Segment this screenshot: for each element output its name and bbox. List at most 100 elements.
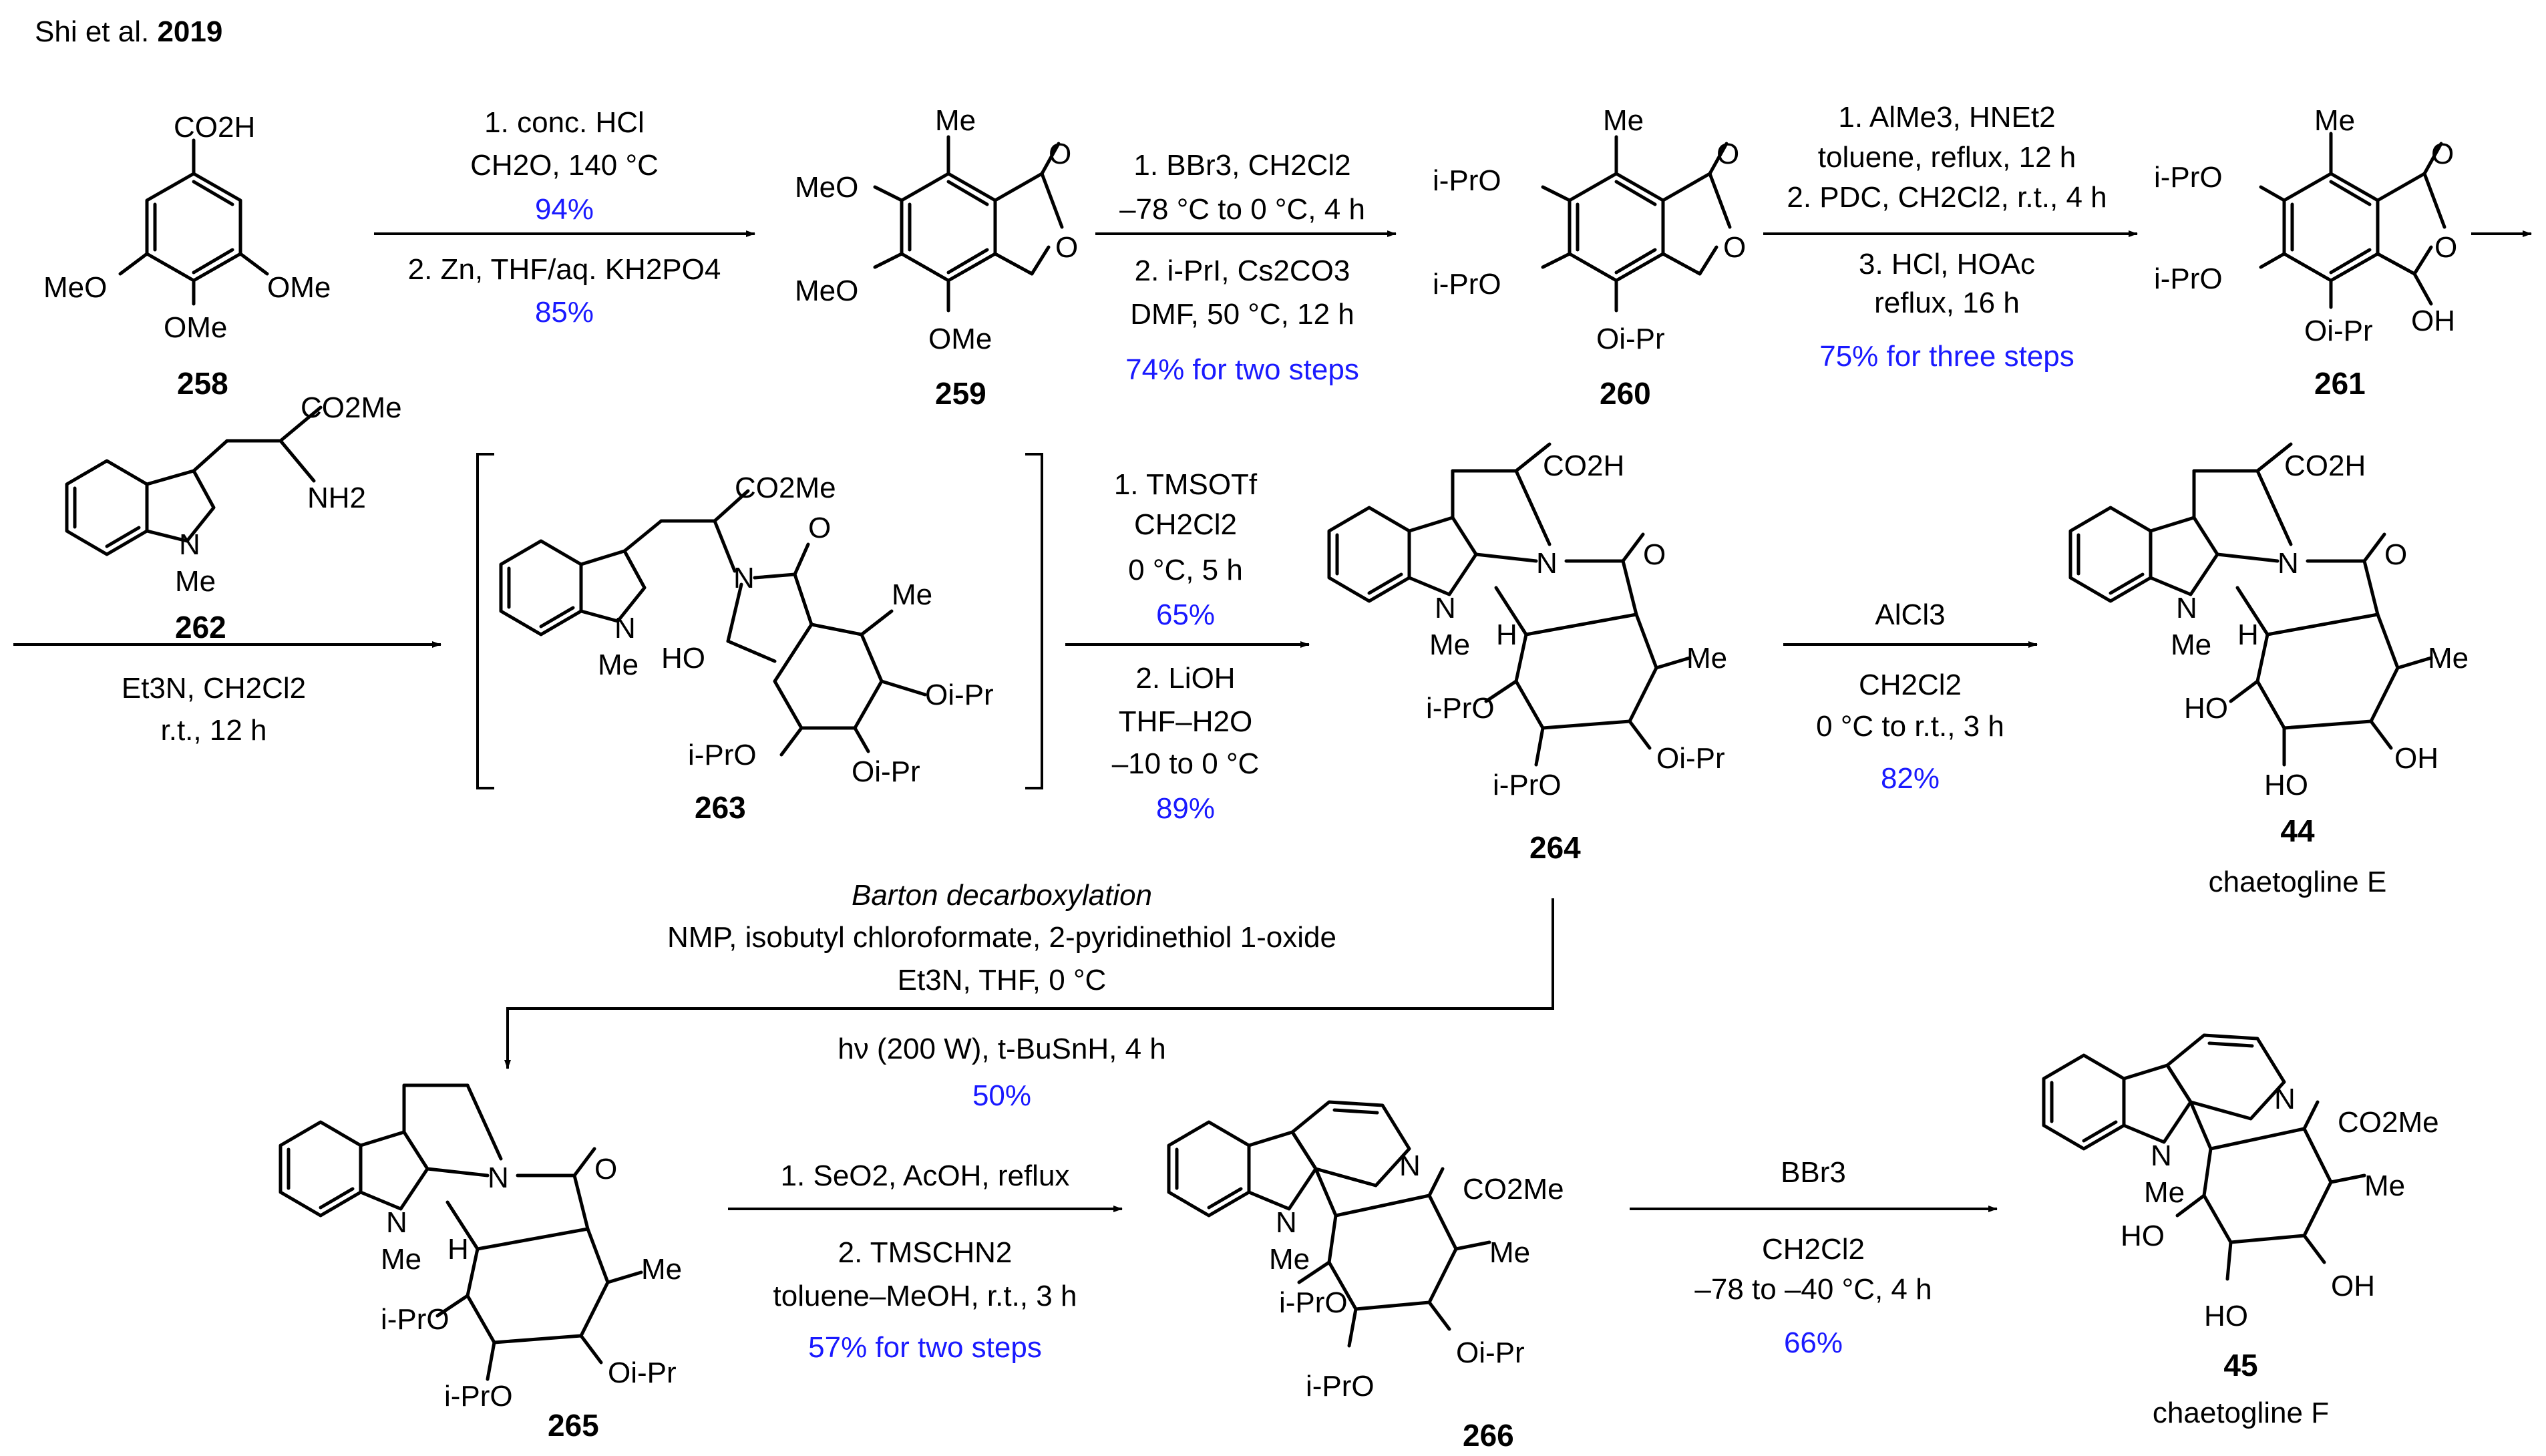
- arrow-step-7: [504, 898, 1554, 1069]
- conditions-step-1: 1. conc. HCl CH2O, 140 °C 94% 2. Zn, THF…: [408, 106, 721, 329]
- svg-text:O: O: [1723, 231, 1746, 264]
- compound-262: CO2Me NH2 N Me 262: [65, 391, 402, 645]
- svg-text:O: O: [594, 1153, 617, 1186]
- svg-text:2. Zn, THF/aq. KH2PO4: 2. Zn, THF/aq. KH2PO4: [408, 253, 721, 286]
- svg-text:2. PDC, CH2Cl2, r.t., 4 h: 2. PDC, CH2Cl2, r.t., 4 h: [1787, 181, 2107, 214]
- svg-text:74% for two steps: 74% for two steps: [1125, 353, 1359, 386]
- svg-text:89%: 89%: [1156, 792, 1215, 825]
- svg-text:266: 266: [1463, 1418, 1514, 1453]
- svg-text:2. TMSCHN2: 2. TMSCHN2: [838, 1236, 1013, 1269]
- svg-text:Me: Me: [2144, 1176, 2185, 1209]
- svg-text:1. TMSOTf: 1. TMSOTf: [1114, 468, 1258, 501]
- svg-text:Me: Me: [598, 649, 639, 681]
- conditions-step-5: 1. TMSOTf CH2Cl2 0 °C, 5 h 65% 2. LiOH T…: [1112, 468, 1260, 825]
- svg-text:–10 to 0 °C: –10 to 0 °C: [1112, 747, 1260, 780]
- svg-text:N: N: [614, 612, 636, 645]
- svg-text:262: 262: [175, 610, 226, 645]
- svg-text:hν (200 W), t-BuSnH, 4 h: hν (200 W), t-BuSnH, 4 h: [838, 1033, 1166, 1065]
- svg-text:2. LiOH: 2. LiOH: [1135, 662, 1235, 695]
- svg-text:HO: HO: [2204, 1300, 2248, 1332]
- svg-text:Me: Me: [1603, 104, 1644, 137]
- svg-text:toluene, reflux, 12 h: toluene, reflux, 12 h: [1818, 141, 2076, 174]
- svg-text:57% for two steps: 57% for two steps: [808, 1331, 1042, 1364]
- svg-text:261: 261: [2314, 366, 2366, 401]
- svg-text:N: N: [2151, 1139, 2172, 1172]
- label-meo: MeO: [43, 271, 107, 304]
- svg-text:chaetogline E: chaetogline E: [2209, 866, 2387, 898]
- svg-text:1. SeO2, AcOH, reflux: 1. SeO2, AcOH, reflux: [781, 1159, 1070, 1192]
- svg-text:i-PrO: i-PrO: [1433, 268, 1501, 301]
- svg-text:CH2Cl2: CH2Cl2: [1859, 669, 1962, 701]
- svg-text:H: H: [2237, 618, 2259, 651]
- svg-text:–78 °C to 0 °C, 4 h: –78 °C to 0 °C, 4 h: [1119, 193, 1365, 226]
- svg-text:1. BBr3, CH2Cl2: 1. BBr3, CH2Cl2: [1133, 149, 1350, 182]
- svg-text:NMP, isobutyl chloroformate, 2: NMP, isobutyl chloroformate, 2-pyridinet…: [667, 921, 1336, 954]
- svg-text:i-PrO: i-PrO: [1306, 1370, 1375, 1403]
- svg-text:reflux, 16 h: reflux, 16 h: [1874, 287, 2020, 319]
- svg-text:N: N: [1536, 547, 1558, 580]
- svg-text:Me: Me: [381, 1243, 421, 1276]
- svg-text:CO2Me: CO2Me: [1463, 1173, 1564, 1206]
- svg-text:Me: Me: [892, 578, 932, 611]
- svg-text:CO2Me: CO2Me: [735, 472, 836, 504]
- svg-text:N: N: [1399, 1149, 1421, 1182]
- svg-text:Me: Me: [1686, 642, 1727, 675]
- svg-text:CH2Cl2: CH2Cl2: [1762, 1233, 1865, 1266]
- svg-text:CH2O, 140 °C: CH2O, 140 °C: [470, 149, 659, 182]
- bracket-left: [476, 453, 494, 789]
- svg-text:N: N: [2274, 1083, 2296, 1115]
- svg-text:N: N: [1435, 592, 1456, 624]
- bracket-right: [1025, 453, 1043, 789]
- svg-text:263: 263: [695, 790, 746, 825]
- compound-258: CO2H MeO OMe OMe 258: [43, 111, 331, 401]
- conditions-step-3: 1. AlMe3, HNEt2 toluene, reflux, 12 h 2.…: [1787, 101, 2107, 373]
- conditions-step-2: 1. BBr3, CH2Cl2 –78 °C to 0 °C, 4 h 2. i…: [1119, 149, 1365, 386]
- svg-text:Oi-Pr: Oi-Pr: [2304, 315, 2373, 347]
- conditions-step-9: BBr3 CH2Cl2 –78 to –40 °C, 4 h 66%: [1694, 1156, 1932, 1359]
- svg-text:O: O: [1716, 138, 1739, 170]
- svg-text:O: O: [1049, 138, 1071, 170]
- svg-text:265: 265: [548, 1408, 599, 1443]
- svg-text:Me: Me: [935, 104, 976, 137]
- svg-text:2. i-PrI, Cs2CO3: 2. i-PrI, Cs2CO3: [1135, 254, 1350, 287]
- svg-text:Me: Me: [2428, 642, 2469, 675]
- svg-text:Oi-Pr: Oi-Pr: [925, 679, 994, 711]
- svg-text:CO2H: CO2H: [1543, 449, 1624, 482]
- svg-text:Oi-Pr: Oi-Pr: [852, 755, 920, 788]
- svg-text:82%: 82%: [1881, 762, 1940, 795]
- svg-text:r.t., 12 h: r.t., 12 h: [161, 714, 267, 747]
- svg-text:1. conc. HCl: 1. conc. HCl: [484, 106, 645, 139]
- svg-text:H: H: [447, 1233, 469, 1266]
- svg-text:O: O: [808, 512, 831, 544]
- svg-text:N: N: [2278, 547, 2299, 580]
- svg-text:i-PrO: i-PrO: [1493, 769, 1562, 801]
- svg-text:N: N: [179, 528, 200, 561]
- label-ome: OMe: [267, 271, 331, 304]
- svg-text:1. AlMe3, HNEt2: 1. AlMe3, HNEt2: [1838, 101, 2055, 134]
- svg-text:OH: OH: [2411, 305, 2455, 337]
- svg-text:O: O: [2434, 231, 2457, 264]
- svg-text:–78 to –40 °C, 4 h: –78 to –40 °C, 4 h: [1694, 1273, 1932, 1306]
- svg-text:DMF, 50 °C, 12 h: DMF, 50 °C, 12 h: [1130, 298, 1354, 331]
- svg-text:HO: HO: [2184, 692, 2228, 725]
- svg-text:75% for three steps: 75% for three steps: [1819, 340, 2074, 373]
- svg-text:chaetogline F: chaetogline F: [2153, 1397, 2329, 1429]
- compound-number: 258: [177, 366, 228, 401]
- svg-text:AlCl3: AlCl3: [1875, 598, 1945, 631]
- svg-text:Oi-Pr: Oi-Pr: [608, 1356, 677, 1389]
- svg-text:CO2Me: CO2Me: [301, 391, 402, 424]
- svg-text:i-PrO: i-PrO: [1279, 1286, 1348, 1319]
- svg-text:i-PrO: i-PrO: [1426, 692, 1495, 725]
- svg-text:N: N: [386, 1206, 407, 1239]
- svg-text:Me: Me: [175, 565, 216, 598]
- svg-text:N: N: [488, 1161, 509, 1194]
- compound-259: Me O O MeO MeO OMe 259: [795, 104, 1078, 411]
- conditions-step-8: 1. SeO2, AcOH, reflux 2. TMSCHN2 toluene…: [773, 1159, 1077, 1364]
- svg-text:Me: Me: [1269, 1243, 1310, 1276]
- svg-text:Barton decarboxylation: Barton decarboxylation: [852, 879, 1152, 912]
- conditions-step-4: Et3N, CH2Cl2 r.t., 12 h: [122, 672, 306, 747]
- svg-text:N: N: [733, 562, 755, 594]
- svg-text:O: O: [2431, 138, 2454, 170]
- svg-text:264: 264: [1529, 830, 1581, 865]
